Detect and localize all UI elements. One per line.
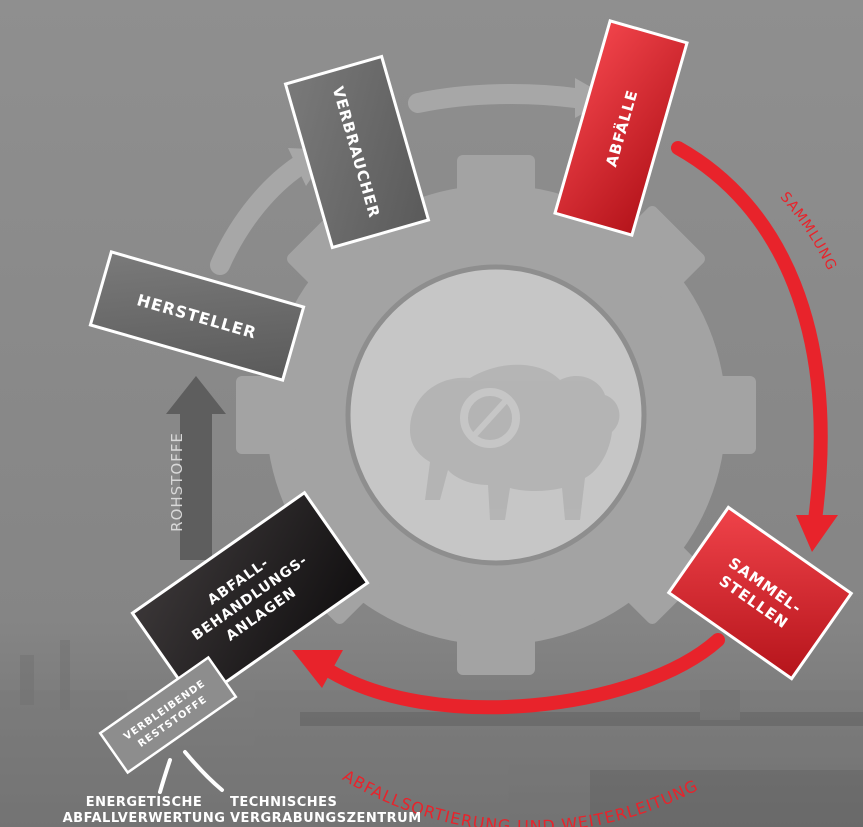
rohstoffe-arrow — [166, 376, 226, 560]
energetisch-label-1: ENERGETISCHE — [86, 795, 203, 810]
bull-logo-icon — [410, 364, 620, 520]
technisch-label-2: VERGRABUNGSZENTRUM — [230, 811, 422, 826]
box-hersteller: HERSTELLER — [88, 250, 306, 382]
arrow-head-icon — [796, 515, 838, 552]
box-behandlungsanlagen: ABFALL- BEHANDLUNGS- ANLAGEN — [130, 490, 370, 706]
box-verbraucher: VERBRAUCHER — [283, 54, 431, 250]
arrow-head-icon — [292, 650, 343, 688]
footer-connectors — [158, 750, 224, 794]
box-sammelstellen: SAMMEL- STELLEN — [666, 505, 854, 681]
flow-arrows-red — [318, 141, 828, 715]
energetisch-label-2: ABFALLVERWERTUNG — [63, 811, 226, 826]
technisch-label-1: TECHNISCHES — [230, 795, 337, 810]
flow-arrows-gray — [210, 84, 585, 275]
box-abfaelle: ABFÄLLE — [553, 18, 689, 238]
rohstoffe-label: ROHSTOFFE — [168, 432, 186, 532]
